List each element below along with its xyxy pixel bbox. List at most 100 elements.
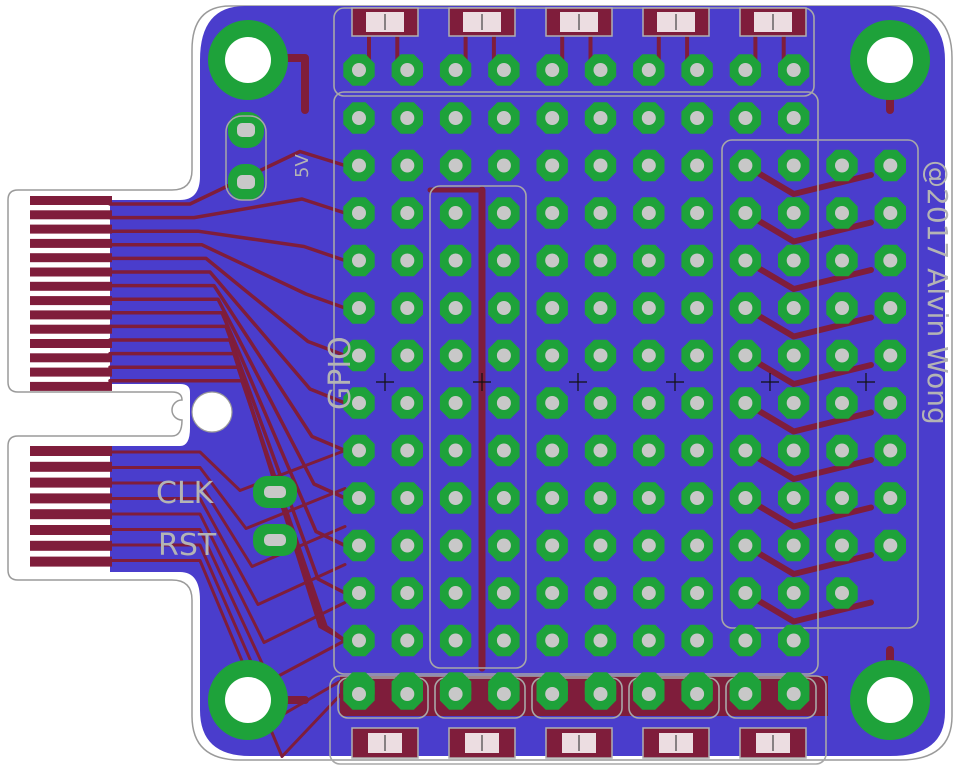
pad-drill	[690, 158, 705, 173]
pad-drill	[448, 63, 463, 77]
pad-drill	[690, 111, 705, 125]
pad-drill	[641, 687, 656, 701]
pad-drill	[883, 491, 898, 505]
pad-drill	[448, 396, 463, 410]
silk-gpio-label: GPIO	[323, 336, 358, 410]
crosshair-marker	[857, 373, 875, 391]
pad-drill	[593, 348, 608, 363]
pad-drill	[352, 206, 366, 220]
pad-drill	[400, 633, 415, 648]
edge-finger-lower	[30, 461, 112, 472]
pad-drill	[448, 633, 463, 648]
pad-drill	[738, 253, 753, 268]
silk-outline	[725, 677, 817, 719]
pad-drill	[593, 63, 608, 77]
trace	[108, 324, 347, 595]
trace	[108, 512, 347, 644]
ground-plane	[110, 6, 945, 756]
pad-drill	[448, 443, 463, 458]
edge-finger-upper	[30, 353, 112, 363]
pad-drill	[690, 63, 705, 77]
trace	[742, 400, 874, 435]
pad-drill	[400, 443, 415, 458]
silk-outline	[337, 677, 429, 719]
pad-drill	[352, 491, 366, 505]
pad-drill	[545, 158, 560, 173]
silk-outline	[429, 185, 527, 669]
edge-finger-upper	[30, 296, 112, 306]
silkscreen-outlines	[329, 7, 919, 765]
pad-drill	[545, 586, 560, 600]
pad-drill	[400, 111, 415, 125]
pad-drill	[690, 443, 705, 458]
jumper-drill	[264, 486, 286, 498]
pad-drill	[883, 253, 898, 268]
silk-outline	[628, 677, 720, 719]
pad-drill	[496, 443, 511, 458]
crosshair-marker	[473, 373, 491, 391]
pad-drill	[690, 301, 705, 315]
pad-drill	[641, 206, 656, 220]
pad-drill	[738, 348, 753, 363]
jumper-5v-outline	[225, 115, 267, 201]
edge-finger-upper	[30, 253, 112, 263]
pad-drill	[883, 538, 898, 553]
pad-drill	[352, 443, 366, 458]
pad-drill	[835, 443, 849, 458]
pad-drill	[641, 491, 656, 505]
pad-drill	[545, 538, 560, 553]
pad-drill	[352, 63, 366, 77]
crosshair-marker	[666, 373, 684, 391]
trace	[742, 162, 874, 197]
pad-drill	[690, 633, 705, 648]
led-footprints	[351, 7, 807, 759]
pad-drill	[545, 348, 560, 363]
pad-drill	[352, 111, 366, 125]
pad-drill	[738, 586, 753, 600]
pad-drill	[786, 301, 801, 315]
silk-clk-label: CLK	[156, 476, 215, 511]
pad-drill	[738, 301, 753, 315]
crosshair-marker	[761, 373, 779, 391]
pad-drill	[835, 586, 849, 600]
crosshair-marker	[376, 373, 394, 391]
pad-drill	[448, 491, 463, 505]
pad-drill	[496, 63, 511, 77]
pad-drill	[738, 633, 753, 648]
pad-drill	[496, 253, 511, 268]
pad-drill	[593, 443, 608, 458]
edge-finger-upper	[30, 224, 112, 234]
pad-drill	[883, 396, 898, 410]
trace	[108, 497, 347, 606]
trace	[108, 149, 347, 206]
pad-drill	[738, 491, 753, 505]
edge-finger-upper	[30, 281, 112, 291]
edge-finger-lower	[30, 477, 112, 488]
trace	[108, 481, 347, 568]
pad-drill	[496, 633, 511, 648]
trace	[108, 559, 347, 758]
pad-drill	[593, 206, 608, 220]
pad-drill	[400, 253, 415, 268]
trace	[108, 379, 347, 643]
pad-drill	[400, 491, 415, 505]
edge-finger-upper	[30, 310, 112, 320]
pad-drill	[400, 687, 415, 701]
pad-drill	[690, 396, 705, 410]
pad-drill	[786, 111, 801, 125]
pad-drill	[400, 586, 415, 600]
edge-finger-lower	[30, 525, 112, 535]
pad-drill	[545, 63, 560, 77]
pad-drill	[448, 111, 463, 125]
pad-drill	[400, 396, 415, 410]
pad-drill	[352, 348, 366, 363]
silk-5v-label: 5V	[292, 154, 313, 178]
pad-drill	[496, 348, 511, 363]
pad-drill	[835, 158, 849, 173]
edge-finger-lower	[30, 493, 112, 504]
edge-finger-upper	[30, 267, 112, 277]
pad-drill	[400, 301, 415, 315]
pad-drill	[496, 396, 511, 410]
pad-drill	[835, 301, 849, 315]
pad-drill	[641, 158, 656, 173]
